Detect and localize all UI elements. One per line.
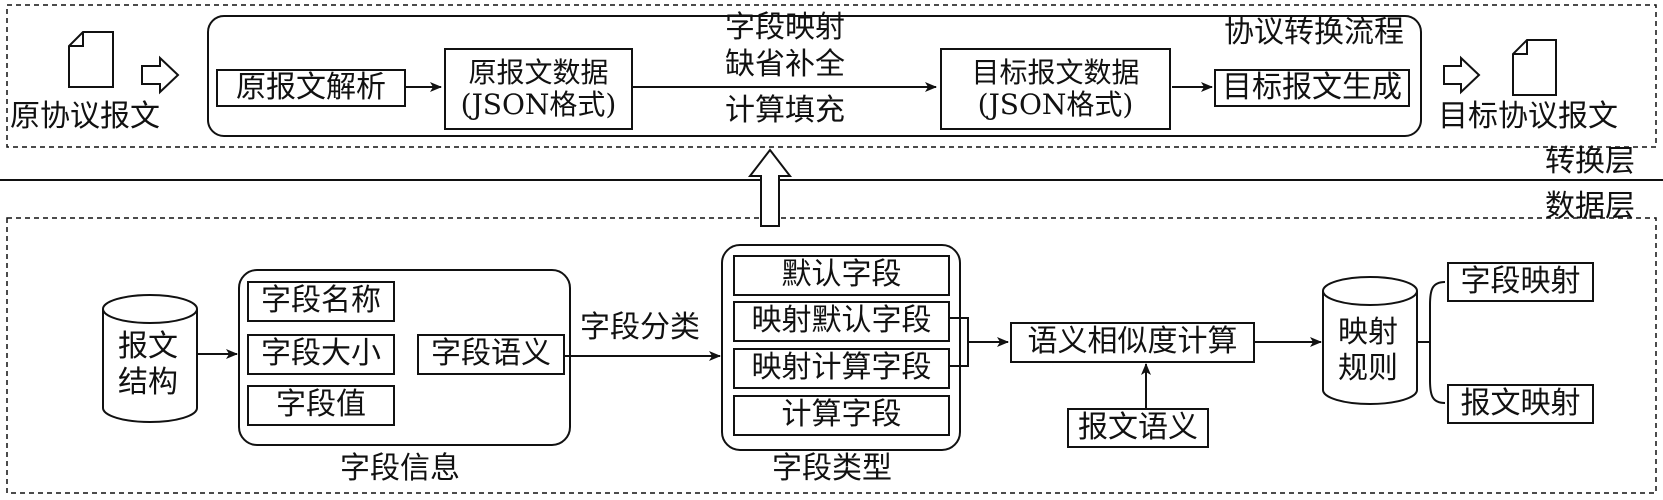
message-semantic-box: 报文语义 <box>1067 408 1209 448</box>
type-calc-box: 计算字段 <box>733 395 950 436</box>
target-data-box: 目标报文数据 (JSON格式) <box>940 48 1171 130</box>
source-protocol-label: 原协议报文 <box>10 99 160 134</box>
hollow-arrow-out <box>1443 55 1481 95</box>
similarity-box: 语义相似度计算 <box>1010 322 1255 363</box>
field-info-group <box>238 269 571 446</box>
parse-box: 原报文解析 <box>216 69 406 107</box>
mapping-step-3: 计算填充 <box>725 93 845 128</box>
target-data-line1: 目标报文数据 <box>971 55 1140 89</box>
rule-message-mapping-box: 报文映射 <box>1447 384 1594 424</box>
field-type-label: 字段类型 <box>772 451 892 486</box>
type-map-default-box: 映射默认字段 <box>733 301 950 342</box>
flow-container <box>207 15 1422 137</box>
hollow-arrow-in <box>141 55 180 95</box>
flow-label: 协议转换流程 <box>1224 15 1404 50</box>
mapping-rules-cylinder <box>1322 276 1418 405</box>
field-info-label: 字段信息 <box>340 451 460 486</box>
field-type-group <box>721 244 961 451</box>
source-data-line1: 原报文数据 <box>468 55 609 89</box>
field-name-box: 字段名称 <box>247 281 395 322</box>
field-semantic-box: 字段语义 <box>417 334 565 375</box>
classify-label: 字段分类 <box>580 310 700 345</box>
type-map-calc-box: 映射计算字段 <box>733 348 950 389</box>
data-layer-frame <box>6 217 1657 494</box>
data-layer-label: 数据层 <box>1545 189 1635 224</box>
hollow-arrow-up <box>747 148 793 227</box>
target-data-line2: (JSON格式) <box>977 88 1134 121</box>
mapping-rules-line1: 映射 <box>1338 315 1398 350</box>
source-data-box: 原报文数据 (JSON格式) <box>444 48 633 130</box>
target-document-icon <box>1512 39 1557 96</box>
mapping-rules-line2: 规则 <box>1338 351 1398 386</box>
target-protocol-label: 目标协议报文 <box>1438 99 1618 134</box>
transform-layer-frame <box>6 4 1657 148</box>
field-value-box: 字段值 <box>247 385 395 426</box>
transform-layer-label: 转换层 <box>1545 144 1635 179</box>
source-document-icon <box>68 31 114 88</box>
rule-field-mapping-box: 字段映射 <box>1447 262 1594 302</box>
message-structure-cylinder <box>102 294 198 423</box>
generate-box: 目标报文生成 <box>1214 69 1410 107</box>
source-data-line2: (JSON格式) <box>460 88 617 121</box>
type-default-box: 默认字段 <box>733 255 950 296</box>
message-structure-line2: 结构 <box>118 365 178 400</box>
message-structure-line1: 报文 <box>118 329 178 364</box>
field-size-box: 字段大小 <box>247 334 395 375</box>
mapping-step-1: 字段映射 <box>725 10 845 45</box>
mapping-step-2: 缺省补全 <box>725 47 845 82</box>
